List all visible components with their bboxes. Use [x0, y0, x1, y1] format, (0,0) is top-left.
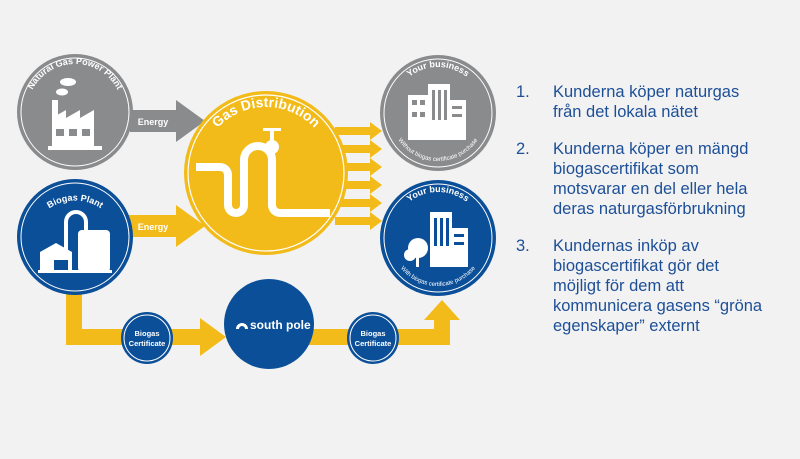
step-1: 1. Kunderna köper naturgas från det loka… [516, 83, 740, 121]
business-without-certificate: Your business Without biogas certificate… [380, 55, 496, 171]
certificate-flow-path [66, 290, 460, 356]
gas-distribution: Gas Distribution [184, 91, 348, 255]
step-3: 3. Kundernas inköp av biogascertifikat g… [516, 237, 763, 335]
biogas-plant: Biogas Plant [17, 179, 133, 295]
distribution-arrows [335, 122, 382, 230]
energy-arrow-yellow: Energy [128, 205, 205, 247]
pipeline-icon [196, 142, 330, 217]
natural-gas-power-plant: Natural Gas Power Plant [17, 54, 133, 170]
biogas-certificate-2: Biogas Certificate [347, 312, 399, 364]
south-pole-icon [236, 323, 248, 329]
svg-text:Biogas: Biogas [134, 329, 159, 338]
svg-text:south pole: south pole [250, 318, 311, 332]
svg-text:Certificate: Certificate [355, 339, 392, 348]
biogas-certificate-1: Biogas Certificate [121, 312, 173, 364]
svg-text:Energy: Energy [138, 117, 169, 127]
svg-text:Biogas: Biogas [360, 329, 385, 338]
step-2: 2. Kunderna köper en mängd biogascertifi… [516, 140, 749, 218]
svg-text:Certificate: Certificate [129, 339, 166, 348]
biogas-plant-icon [38, 210, 112, 273]
steps-list: 1. Kunderna köper naturgas från det loka… [516, 82, 800, 353]
energy-arrow-gray: Energy [130, 100, 205, 142]
svg-text:Energy: Energy [138, 222, 169, 232]
business-with-certificate: Your business With biogas certificate pu… [380, 180, 496, 296]
south-pole-logo: south pole [224, 279, 314, 369]
